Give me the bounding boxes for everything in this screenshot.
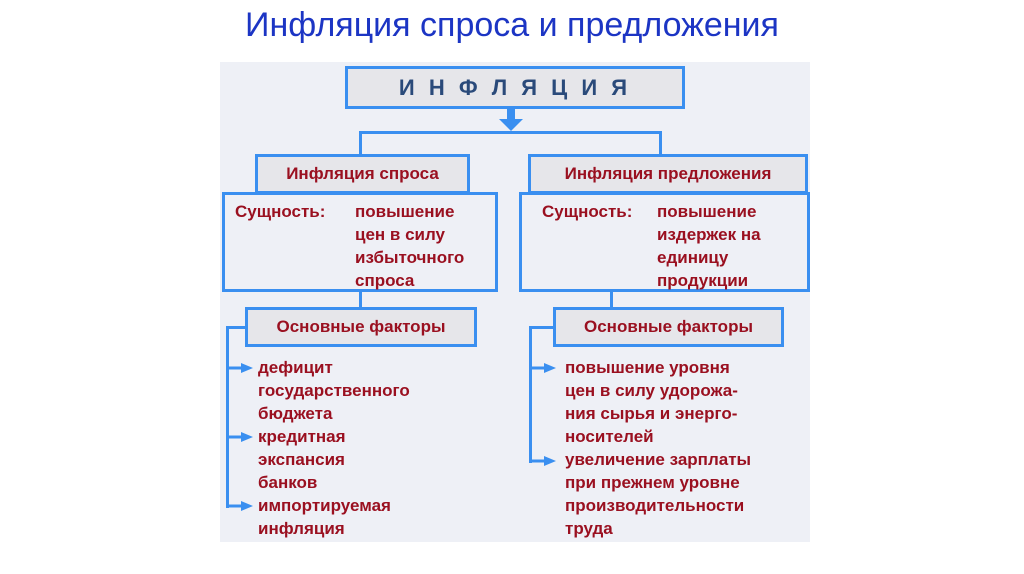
slide-title: Инфляция спроса и предложения [245, 6, 779, 44]
connector [659, 131, 662, 156]
demand-inflation-header: Инфляция спроса [255, 154, 470, 194]
factor-line: производительности [565, 496, 745, 515]
essence-line: цен в силу [355, 225, 446, 244]
essence-label: Сущность: [235, 202, 326, 221]
factor-line: труда [565, 519, 613, 538]
essence-line: повышение [355, 202, 455, 221]
factors-label: Основные факторы [276, 317, 446, 336]
supply-essence-box: Сущность: повышение издержек на единицу … [519, 192, 810, 292]
arrow-right-icon [229, 432, 253, 442]
supply-factors-header: Основные факторы [553, 307, 784, 347]
connector [359, 131, 662, 134]
bracket-line [226, 326, 229, 508]
factor-line: бюджета [258, 404, 333, 423]
factor-line: банков [258, 473, 318, 492]
factor-line: ния сырья и энерго- [565, 404, 738, 423]
essence-line: избыточного [355, 248, 465, 267]
arrow-right-icon [532, 363, 556, 373]
down-arrow-icon [499, 108, 523, 131]
factor-line: кредитная [258, 427, 346, 446]
factor-line: цен в силу удорожа- [565, 381, 738, 400]
bracket-line [529, 326, 554, 329]
bracket-line [226, 326, 246, 329]
supply-inflation-header: Инфляция предложения [528, 154, 808, 194]
header-label: Инфляция спроса [286, 164, 439, 183]
essence-line: спроса [355, 271, 415, 290]
essence-line: продукции [657, 271, 749, 290]
connector [359, 291, 362, 309]
diagram-panel [220, 62, 810, 542]
header-label: Инфляция предложения [564, 164, 772, 183]
essence-text: повышение издержек на единицу продукции [657, 200, 761, 292]
factor-line: импортируемая [258, 496, 391, 515]
demand-factors-header: Основные факторы [245, 307, 477, 347]
essence-line: повышение [657, 202, 757, 221]
root-box: И Н Ф Л Я Ц И Я [345, 66, 685, 109]
factors-label: Основные факторы [584, 317, 753, 336]
demand-essence-box: Сущность: повышение цен в силу избыточно… [222, 192, 498, 292]
arrow-right-icon [229, 501, 253, 511]
root-label: И Н Ф Л Я Ц И Я [398, 74, 632, 100]
factor-line: увеличение зарплаты [565, 450, 752, 469]
essence-line: единицу [657, 248, 729, 267]
arrow-right-icon [229, 363, 253, 373]
connector [359, 131, 362, 156]
factor-line: повышение уровня [565, 358, 730, 377]
essence-text: повышение цен в силу избыточного спроса [355, 200, 464, 292]
factor-line: при прежнем уровне [565, 473, 740, 492]
factor-line: инфляция [258, 519, 345, 538]
factor-line: государственного [258, 381, 410, 400]
connector [610, 291, 613, 309]
arrow-right-icon [532, 456, 556, 466]
factor-line: дефицит [258, 358, 333, 377]
demand-factor-list: дефицит государственного бюджета кредитн… [258, 356, 410, 540]
factor-line: носителей [565, 427, 654, 446]
bracket-line [529, 326, 532, 463]
supply-factor-list: повышение уровня цен в силу удорожа- ния… [565, 356, 751, 540]
essence-line: издержек на [657, 225, 761, 244]
factor-line: экспансия [258, 450, 345, 469]
essence-label: Сущность: [542, 202, 633, 221]
